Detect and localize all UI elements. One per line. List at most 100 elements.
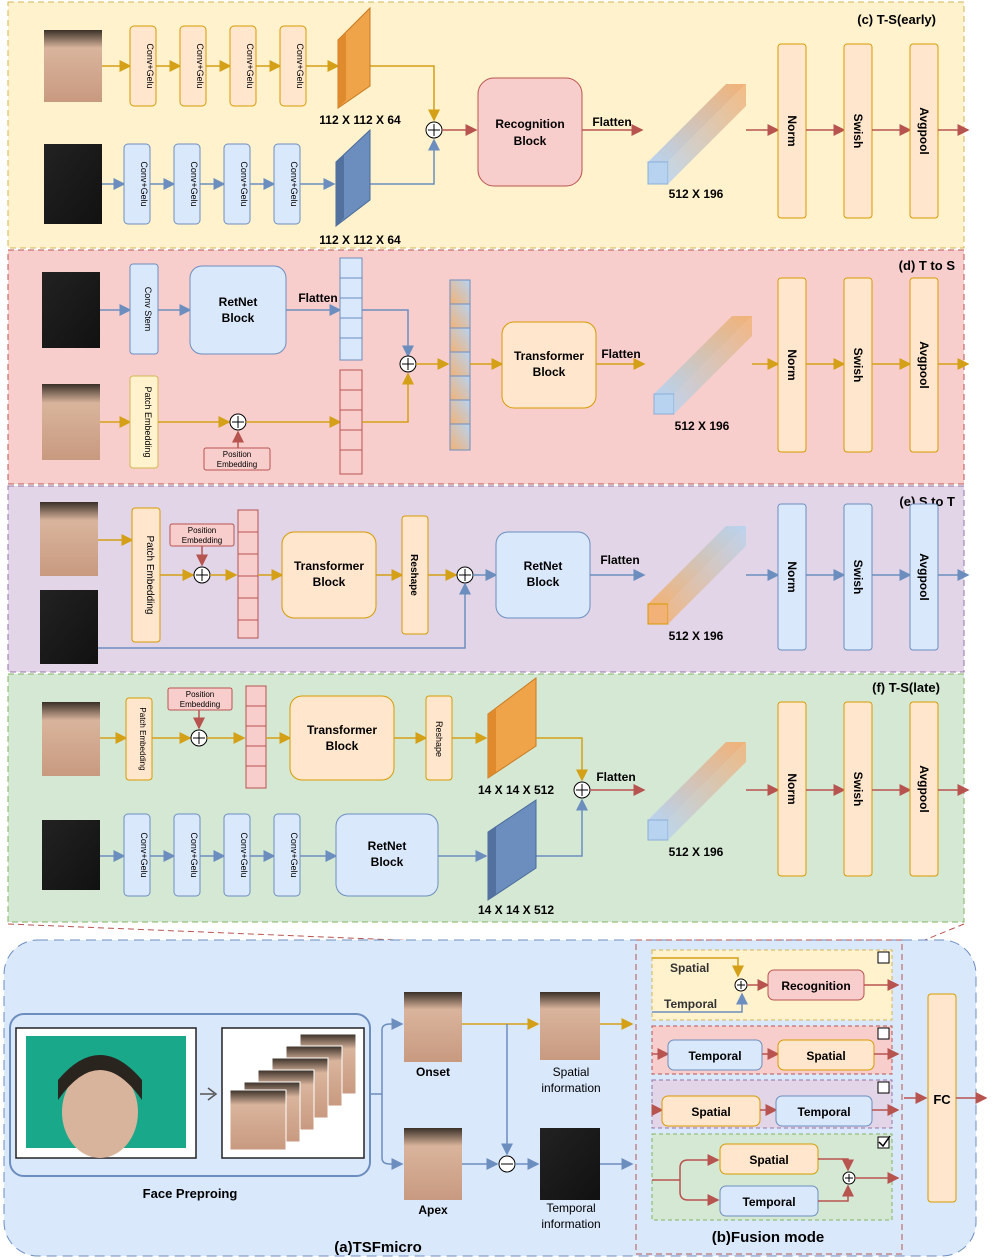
position-embedding: Position Embedding <box>169 523 235 547</box>
recognition-block: Recognition Block <box>477 77 583 187</box>
patch-embedding-block: Patch Embedding <box>131 507 161 643</box>
fusion-temporal-block: Temporal <box>775 1095 873 1127</box>
retnet-block: RetNet Block <box>495 531 591 619</box>
face-image <box>40 502 98 576</box>
temporal-info-image <box>540 1128 600 1200</box>
block-label: Transformer <box>294 559 364 573</box>
temporal-info-label: information <box>541 1217 600 1231</box>
apex-label: Apex <box>418 1203 448 1217</box>
face-edge-image <box>42 820 100 890</box>
block-label: Spatial <box>806 1049 845 1063</box>
block-label: RetNet <box>219 295 258 309</box>
norm-block: Norm <box>777 503 807 651</box>
face-image <box>42 702 100 776</box>
face-edge-image <box>40 590 98 664</box>
pos-label: Embedding <box>217 460 257 469</box>
flatten-label: Flatten <box>592 115 631 129</box>
fusion-checkbox-1[interactable] <box>877 951 890 964</box>
block-label: Recognition <box>495 117 564 131</box>
fusion-temporal-block: Temporal <box>667 1039 763 1071</box>
block-label: Transformer <box>307 723 377 737</box>
transformer-block: Transformer Block <box>281 531 377 619</box>
dim-label: 112 X 112 X 64 <box>319 233 401 247</box>
fusion-spatial-block: Spatial <box>661 1095 761 1127</box>
avgpool-block: Avgpool <box>909 277 939 453</box>
block-label: Block <box>533 365 566 379</box>
flatten-label: Flatten <box>298 291 337 305</box>
pos-label: Embedding <box>180 700 220 709</box>
avgpool-label: Avgpool <box>917 765 931 813</box>
block-label: Block <box>313 575 346 589</box>
norm-label: Norm <box>785 115 799 146</box>
patch-embedding-label: Patch Embedding <box>144 536 155 615</box>
norm-block: Norm <box>777 277 807 453</box>
panel-f: (f) T-S(late) Patch Embedding Position E… <box>7 673 970 923</box>
conv-label: Conv+Gelu <box>145 43 155 88</box>
block-label: Recognition <box>781 979 850 993</box>
swish-label: Swish <box>851 560 865 595</box>
fusion-frame <box>635 939 903 1255</box>
avgpool-block: Avgpool <box>909 43 939 219</box>
fusion-recognition-block: Recognition <box>767 969 865 1001</box>
conv-block: Conv+Gelu <box>179 25 207 107</box>
face-image <box>42 384 100 460</box>
retnet-block: RetNet Block <box>189 265 287 355</box>
conv-label: Conv+Gelu <box>139 832 149 877</box>
fusion-temporal-label: Temporal <box>664 997 717 1011</box>
pos-label: Position <box>186 690 214 699</box>
face-image <box>44 30 102 102</box>
block-label: Block <box>222 311 255 325</box>
panel-b: Spatial Temporal Recognition Temporal Sp… <box>635 939 903 1255</box>
panel-c-title: (c) T-S(early) <box>857 12 936 27</box>
norm-block: Norm <box>777 701 807 877</box>
conv-block: Conv+Gelu <box>223 143 251 225</box>
apex-image <box>404 1128 462 1200</box>
fusion-checkbox-4[interactable] <box>877 1135 891 1149</box>
token-stack-blue <box>339 257 363 361</box>
panel-c: (c) T-S(early) Conv+Gelu Conv+Gelu Conv+… <box>7 1 970 249</box>
caption-b: (b)Fusion mode <box>712 1229 825 1246</box>
patch-embedding-block: Patch Embedding <box>129 375 159 469</box>
swish-block: Swish <box>843 503 873 651</box>
fusion-checkbox-3[interactable] <box>877 1081 890 1094</box>
avgpool-label: Avgpool <box>917 107 931 155</box>
block-label: Transformer <box>514 349 584 363</box>
token-stack-red <box>237 509 259 639</box>
panel-d-title: (d) T to S <box>899 258 956 273</box>
fusion-spatial-block: Spatial <box>777 1039 875 1071</box>
conv-block: Conv+Gelu <box>129 25 157 107</box>
patch-embedding-block: Patch Embedding <box>125 697 153 781</box>
norm-label: Norm <box>785 349 799 380</box>
swish-label: Swish <box>851 772 865 807</box>
swish-block: Swish <box>843 277 873 453</box>
dim-label: 512 X 196 <box>669 187 724 201</box>
transformer-block: Transformer Block <box>501 321 597 409</box>
block-label: Block <box>527 575 560 589</box>
fc-label: FC <box>933 1092 951 1107</box>
conv-block: Conv+Gelu <box>229 25 257 107</box>
onset-image <box>404 992 462 1062</box>
transformer-block: Transformer Block <box>289 695 395 781</box>
dim-label: 14 X 14 X 512 <box>478 903 554 917</box>
position-embedding: Position Embedding <box>203 447 271 471</box>
conv-block: Conv+Gelu <box>273 813 301 897</box>
conv-label: Conv+Gelu <box>239 161 249 206</box>
token-stack-red <box>339 369 363 475</box>
pos-label: Embedding <box>182 536 222 545</box>
dim-label: 512 X 196 <box>675 419 730 433</box>
norm-label: Norm <box>785 561 799 592</box>
face-preproing-label: Face Preproing <box>143 1186 238 1201</box>
spatial-info-label: information <box>541 1081 600 1095</box>
fusion-checkbox-2[interactable] <box>877 1027 890 1040</box>
retnet-block: RetNet Block <box>335 813 439 897</box>
avgpool-block: Avgpool <box>909 701 939 877</box>
conv-label: Conv+Gelu <box>239 832 249 877</box>
dim-label: 512 X 196 <box>669 845 724 859</box>
patch-embedding-label: Patch Embedding <box>138 707 147 770</box>
block-label: Block <box>514 134 547 148</box>
conv-label: Conv+Gelu <box>189 161 199 206</box>
reshape-block: Reshape <box>401 515 429 635</box>
flatten-label: Flatten <box>600 553 639 567</box>
conv-label: Conv+Gelu <box>295 43 305 88</box>
